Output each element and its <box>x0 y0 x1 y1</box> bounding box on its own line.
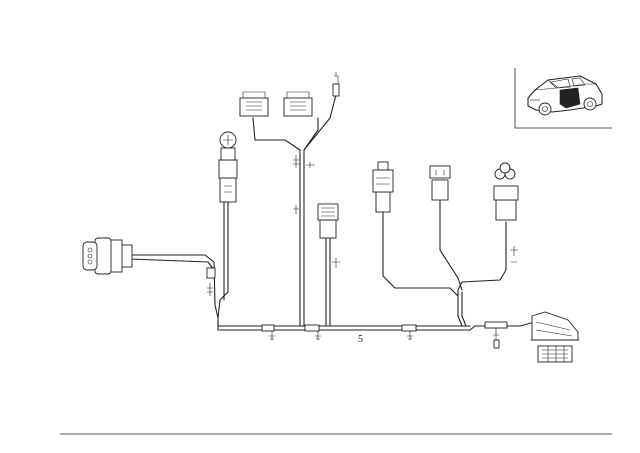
inline-connector-top <box>220 147 236 161</box>
vehicle-icon <box>527 75 603 116</box>
branch-window-switch-connectors <box>239 72 340 327</box>
inline-connector-mid <box>218 159 238 179</box>
part-number-label: 5 <box>358 334 363 345</box>
trunk-clip-3 <box>401 324 417 332</box>
right-connector-c-body <box>495 199 517 221</box>
pin-connector <box>332 83 340 97</box>
trunk-clip-2 <box>304 324 320 332</box>
branch-lock-actuator-connector <box>317 203 340 327</box>
fir-clip-b <box>315 331 321 340</box>
lock-connector-body <box>319 219 337 239</box>
fir-clip-c <box>407 331 413 340</box>
trunk-clip-4 <box>484 321 508 329</box>
main-harness-trunk <box>217 317 536 349</box>
right-connector-a-body <box>375 191 391 213</box>
rect-connector-1 <box>239 97 269 117</box>
inline-connector-lower <box>219 177 237 203</box>
right-connector-b-head <box>429 165 451 179</box>
branch-left-round-connector <box>82 237 219 319</box>
fir-clip-a <box>269 331 275 340</box>
trunk-clip-1 <box>261 324 275 332</box>
main-multipin-connector <box>530 311 580 363</box>
right-connector-c-head <box>493 185 519 201</box>
branch-right-connectors <box>372 161 519 327</box>
front-door-highlight <box>559 87 581 109</box>
standoff-pin <box>493 339 500 349</box>
right-connector-b-body <box>431 179 449 201</box>
branch-speaker-connector <box>217 131 238 319</box>
rect-connector-2 <box>283 97 313 117</box>
right-connector-a-head <box>372 169 394 193</box>
vehicle-locator-inset <box>514 68 612 129</box>
round-connector-body <box>109 239 123 273</box>
round-connector-face <box>82 241 98 271</box>
